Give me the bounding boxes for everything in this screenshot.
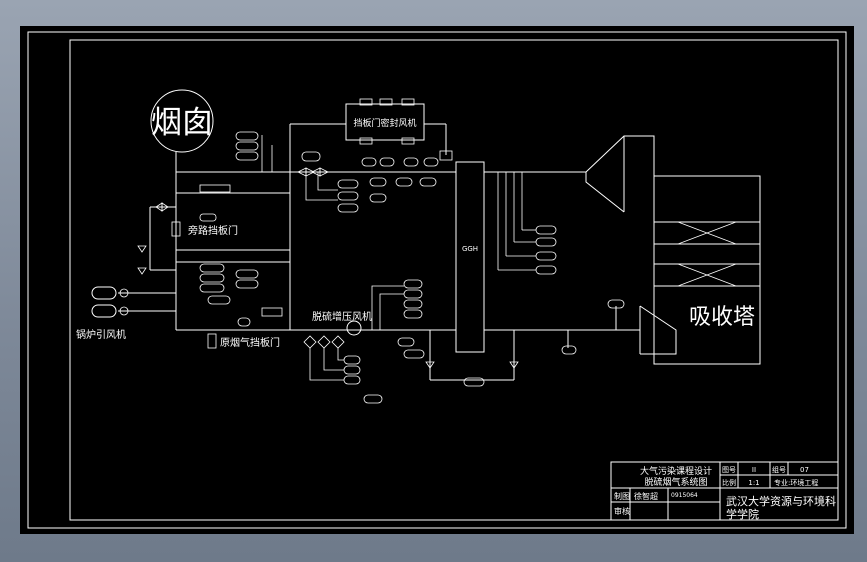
flue-pipework xyxy=(118,123,640,381)
instrument-tags-top-left xyxy=(199,131,273,193)
drawing-no-label: 图号 xyxy=(722,466,736,474)
scale-label: 比例 xyxy=(722,478,736,487)
bypass-damper: 旁路挡板门 xyxy=(171,221,238,237)
bypass-damper-label: 旁路挡板门 xyxy=(188,224,238,237)
boiler-fans: 锅炉引风机 xyxy=(76,286,129,341)
reviewed-by-label: 审核 xyxy=(614,506,630,516)
booster-fan-label: 脱硫增压风机 xyxy=(312,310,372,323)
title-line2: 脱硫烟气系统图 xyxy=(644,476,707,488)
school-line2: 学学院 xyxy=(726,507,759,521)
drawn-number: 0915064 xyxy=(671,492,698,499)
raw-flue-damper: 原烟气挡板门 xyxy=(207,333,280,349)
school-line1: 武汉大学资源与环境科 xyxy=(726,494,836,508)
scale-value: 1:1 xyxy=(748,479,759,487)
boiler-fan-label: 锅炉引风机 xyxy=(76,328,126,341)
inner-frame xyxy=(69,39,839,521)
instrument-tags-left-branch xyxy=(199,213,283,327)
drawn-by-label: 制图 xyxy=(614,491,630,501)
title-line1: 大气污染课程设计 xyxy=(640,465,712,477)
damper-seal-fan-label: 挡板门密封风机 xyxy=(353,117,416,129)
ggh-label: GGH xyxy=(462,245,478,253)
group-value: 07 xyxy=(800,466,809,474)
raw-flue-damper-label: 原烟气挡板门 xyxy=(220,336,280,349)
drawing-no-value: II xyxy=(752,466,756,474)
absorber-tower: 吸收塔 xyxy=(585,135,761,365)
damper-seal-fan: 挡板门密封风机 xyxy=(345,98,453,161)
instrument-tags-ggh-right xyxy=(497,172,557,275)
booster-fan: 脱硫增压风机 xyxy=(312,310,372,336)
instrument-tags-booster xyxy=(309,279,625,404)
valves xyxy=(137,167,519,369)
title-block: 大气污染课程设计 脱硫烟气系统图 制图 徐智超 0915064 审核 图号 II… xyxy=(610,461,839,521)
outer-frame xyxy=(27,31,847,529)
instrument-tags-top-middle xyxy=(301,151,439,213)
major-value: 专业:环境工程 xyxy=(774,478,818,487)
group-label: 组号 xyxy=(772,465,786,474)
ggh-heat-exchanger: GGH xyxy=(455,161,485,353)
drawing-sheet xyxy=(20,26,854,534)
chimney-label: 烟囱 xyxy=(151,105,213,141)
drawn-by-name: 徐智超 xyxy=(634,491,658,501)
absorber-label: 吸收塔 xyxy=(689,305,755,330)
chimney: 烟囱 xyxy=(150,89,214,330)
